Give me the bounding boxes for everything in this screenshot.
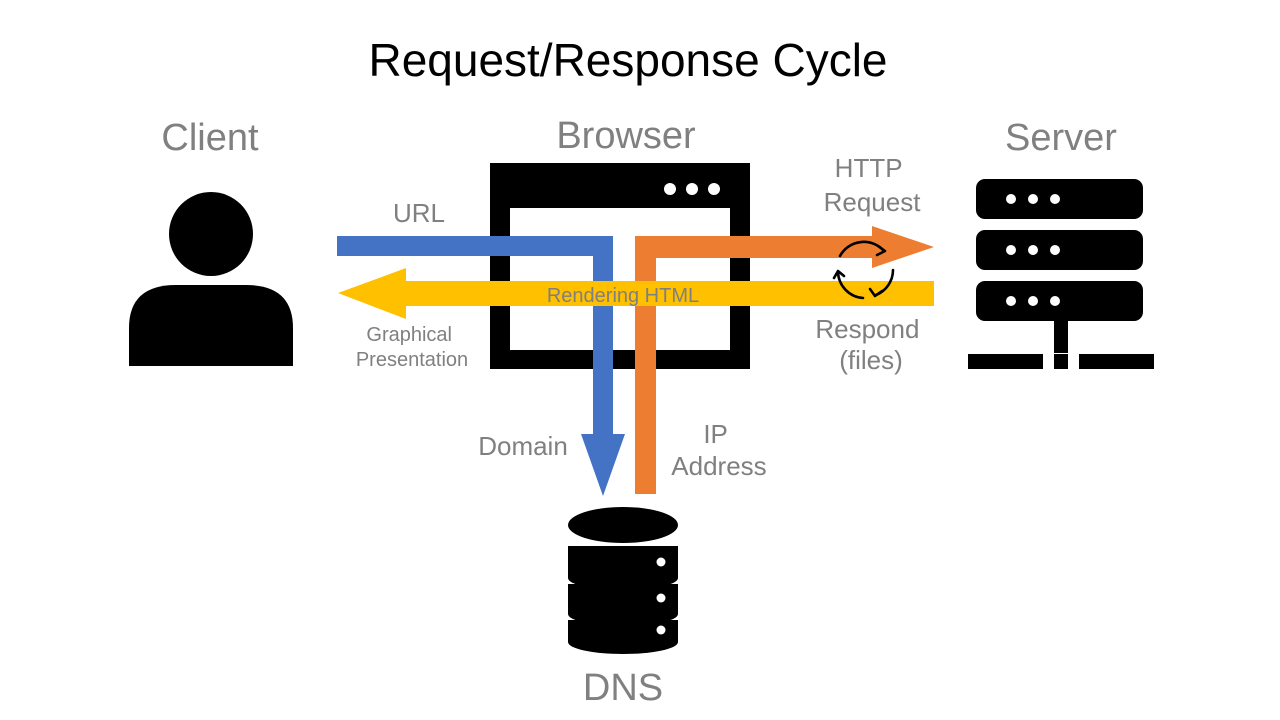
http-request-label-line2: Request [824,187,922,217]
refresh-cycle-icon [832,240,895,300]
url-domain-arrow [337,236,625,496]
graphical-presentation-label-line2: Presentation [356,349,468,371]
graphical-presentation-label-line1: Graphical [366,324,452,346]
person-icon [129,192,293,366]
server-label: Server [1005,117,1117,159]
respond-files-label-line2: (files) [839,345,903,375]
dns-label: DNS [583,667,663,709]
server-rack-icon [968,179,1154,369]
graphical-presentation-label: Graphical Presentation [356,324,468,371]
respond-files-label-line1: Respond [815,314,919,344]
http-request-label-line1: HTTP [835,153,902,183]
url-label: URL [393,198,445,228]
respond-rendering-arrow [338,268,934,319]
ip-address-label-line1: IP [703,419,727,449]
ip-address-label: IP Address [671,419,766,481]
diagram-title: Request/Response Cycle [368,34,887,86]
respond-files-label: Respond (files) [815,314,926,375]
domain-label: Domain [478,431,568,461]
http-request-label: HTTP Request [824,153,922,217]
browser-window-icon [490,163,750,369]
ip-http-request-arrow [635,226,934,494]
browser-label: Browser [556,115,696,157]
rendering-html-label: Rendering HTML [547,285,699,307]
client-label: Client [161,117,259,159]
ip-address-label-line2: Address [671,451,766,481]
database-icon [568,507,678,654]
